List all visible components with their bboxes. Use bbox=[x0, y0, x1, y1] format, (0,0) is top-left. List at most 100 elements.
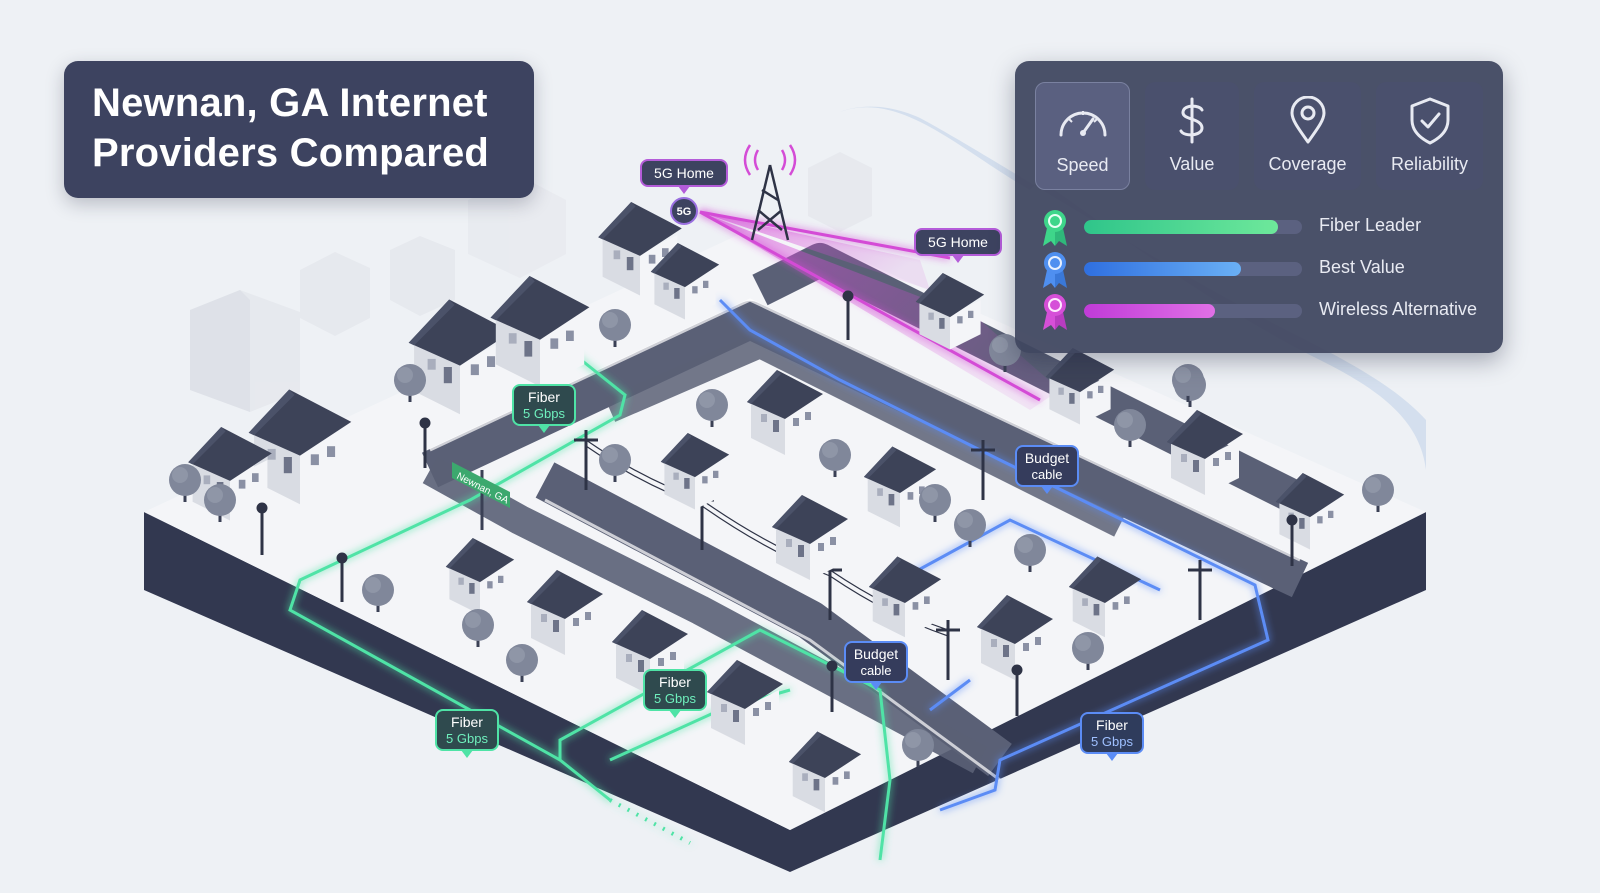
callout-line1: Budget bbox=[854, 646, 898, 662]
rating-label-fiber: Fiber Leader bbox=[1319, 215, 1422, 235]
house bbox=[1167, 410, 1243, 495]
shield-check-icon bbox=[1410, 97, 1449, 145]
tree bbox=[599, 309, 631, 347]
trees bbox=[169, 309, 1394, 767]
rating-row-fiber: Fiber Leader bbox=[1015, 208, 1503, 248]
house bbox=[915, 273, 985, 350]
callout-line1: Fiber bbox=[451, 714, 483, 730]
house bbox=[788, 731, 862, 813]
house bbox=[1045, 348, 1115, 425]
callout-line1: Budget bbox=[1025, 450, 1069, 466]
title-line-1: Newnan, GA Internet bbox=[92, 81, 488, 125]
criteria-label-value: Value bbox=[1169, 154, 1215, 174]
tree bbox=[954, 509, 986, 547]
callout-line2: 5 Gbps bbox=[446, 731, 488, 746]
rating-bar-fill bbox=[1084, 262, 1241, 276]
house bbox=[863, 446, 937, 528]
callout-5g: 5G Home bbox=[914, 228, 1002, 263]
tree bbox=[696, 389, 728, 427]
comparison-panel: Speed Value Coverage Reliability bbox=[1015, 61, 1503, 353]
criteria-card-speed[interactable]: Speed bbox=[1035, 82, 1130, 190]
rating-bar-fill bbox=[1084, 304, 1215, 318]
tree bbox=[819, 439, 851, 477]
callout-line1: 5G Home bbox=[928, 234, 988, 250]
award-ribbon-icon bbox=[1043, 294, 1067, 330]
rating-track bbox=[1084, 304, 1302, 318]
house bbox=[527, 570, 603, 655]
house bbox=[660, 433, 730, 510]
callout-line2: cable bbox=[860, 663, 891, 678]
slab-side bbox=[144, 512, 1426, 872]
dollar-icon bbox=[1179, 97, 1204, 144]
tree bbox=[462, 609, 494, 647]
house bbox=[248, 389, 352, 505]
tree bbox=[1014, 534, 1046, 572]
criteria-label-speed: Speed bbox=[1056, 155, 1109, 175]
house bbox=[1068, 556, 1142, 638]
speedometer-icon bbox=[1059, 111, 1106, 137]
tree bbox=[394, 364, 426, 402]
tree bbox=[599, 444, 631, 482]
callout-5g: 5G Home bbox=[640, 159, 728, 194]
callout-line2: 5 Gbps bbox=[654, 691, 696, 706]
house bbox=[445, 538, 515, 615]
rating-row-value: Best Value bbox=[1015, 250, 1503, 290]
callout-line1: Fiber bbox=[1096, 717, 1128, 733]
tree bbox=[902, 729, 934, 767]
award-ribbon-icon bbox=[1043, 252, 1067, 288]
tree bbox=[1114, 409, 1146, 447]
cell-tower bbox=[743, 144, 797, 241]
title-card: Newnan, GA Internet Providers Compared bbox=[64, 61, 534, 198]
tree bbox=[204, 484, 236, 522]
houses bbox=[188, 202, 1345, 813]
house bbox=[707, 660, 783, 745]
callout-line1: 5G Home bbox=[654, 165, 714, 181]
house bbox=[868, 556, 942, 638]
house bbox=[747, 370, 823, 455]
title-line-2: Providers Compared bbox=[92, 131, 490, 175]
tree bbox=[919, 484, 951, 522]
house bbox=[650, 243, 720, 320]
house bbox=[977, 595, 1053, 680]
tree bbox=[1172, 364, 1204, 402]
wireless-beams bbox=[699, 210, 1060, 410]
callout-line1: Fiber bbox=[659, 674, 691, 690]
tree bbox=[1362, 474, 1394, 512]
callout-line1: Fiber bbox=[528, 389, 560, 405]
rating-label-wireless: Wireless Alternative bbox=[1319, 299, 1478, 319]
tree bbox=[169, 464, 201, 502]
criteria-label-reliability: Reliability bbox=[1390, 154, 1469, 174]
tree bbox=[989, 334, 1021, 372]
callout-line2: 5 Gbps bbox=[1091, 734, 1133, 749]
house bbox=[772, 495, 848, 580]
criteria-card-value[interactable]: Value bbox=[1145, 82, 1239, 190]
location-pin-icon bbox=[1290, 96, 1325, 144]
tree bbox=[1072, 632, 1104, 670]
criteria-card-reliability[interactable]: Reliability bbox=[1376, 82, 1483, 190]
street-lamps bbox=[256, 290, 1298, 716]
rating-row-wireless: Wireless Alternative bbox=[1015, 292, 1503, 332]
tower-badge: 5G bbox=[670, 197, 698, 225]
callout-line2: cable bbox=[1031, 467, 1062, 482]
criteria-card-coverage[interactable]: Coverage bbox=[1254, 82, 1361, 190]
callout-line2: 5 Gbps bbox=[523, 406, 565, 421]
tree bbox=[362, 574, 394, 612]
rating-bar-fill bbox=[1084, 220, 1279, 234]
house bbox=[490, 276, 590, 387]
rating-track bbox=[1084, 262, 1302, 276]
house bbox=[408, 299, 512, 415]
rating-label-value: Best Value bbox=[1319, 257, 1405, 277]
rating-track bbox=[1084, 220, 1302, 234]
background-buildings bbox=[190, 152, 872, 412]
tower-badge-text: 5G bbox=[677, 206, 692, 218]
criteria-label-coverage: Coverage bbox=[1268, 154, 1347, 174]
